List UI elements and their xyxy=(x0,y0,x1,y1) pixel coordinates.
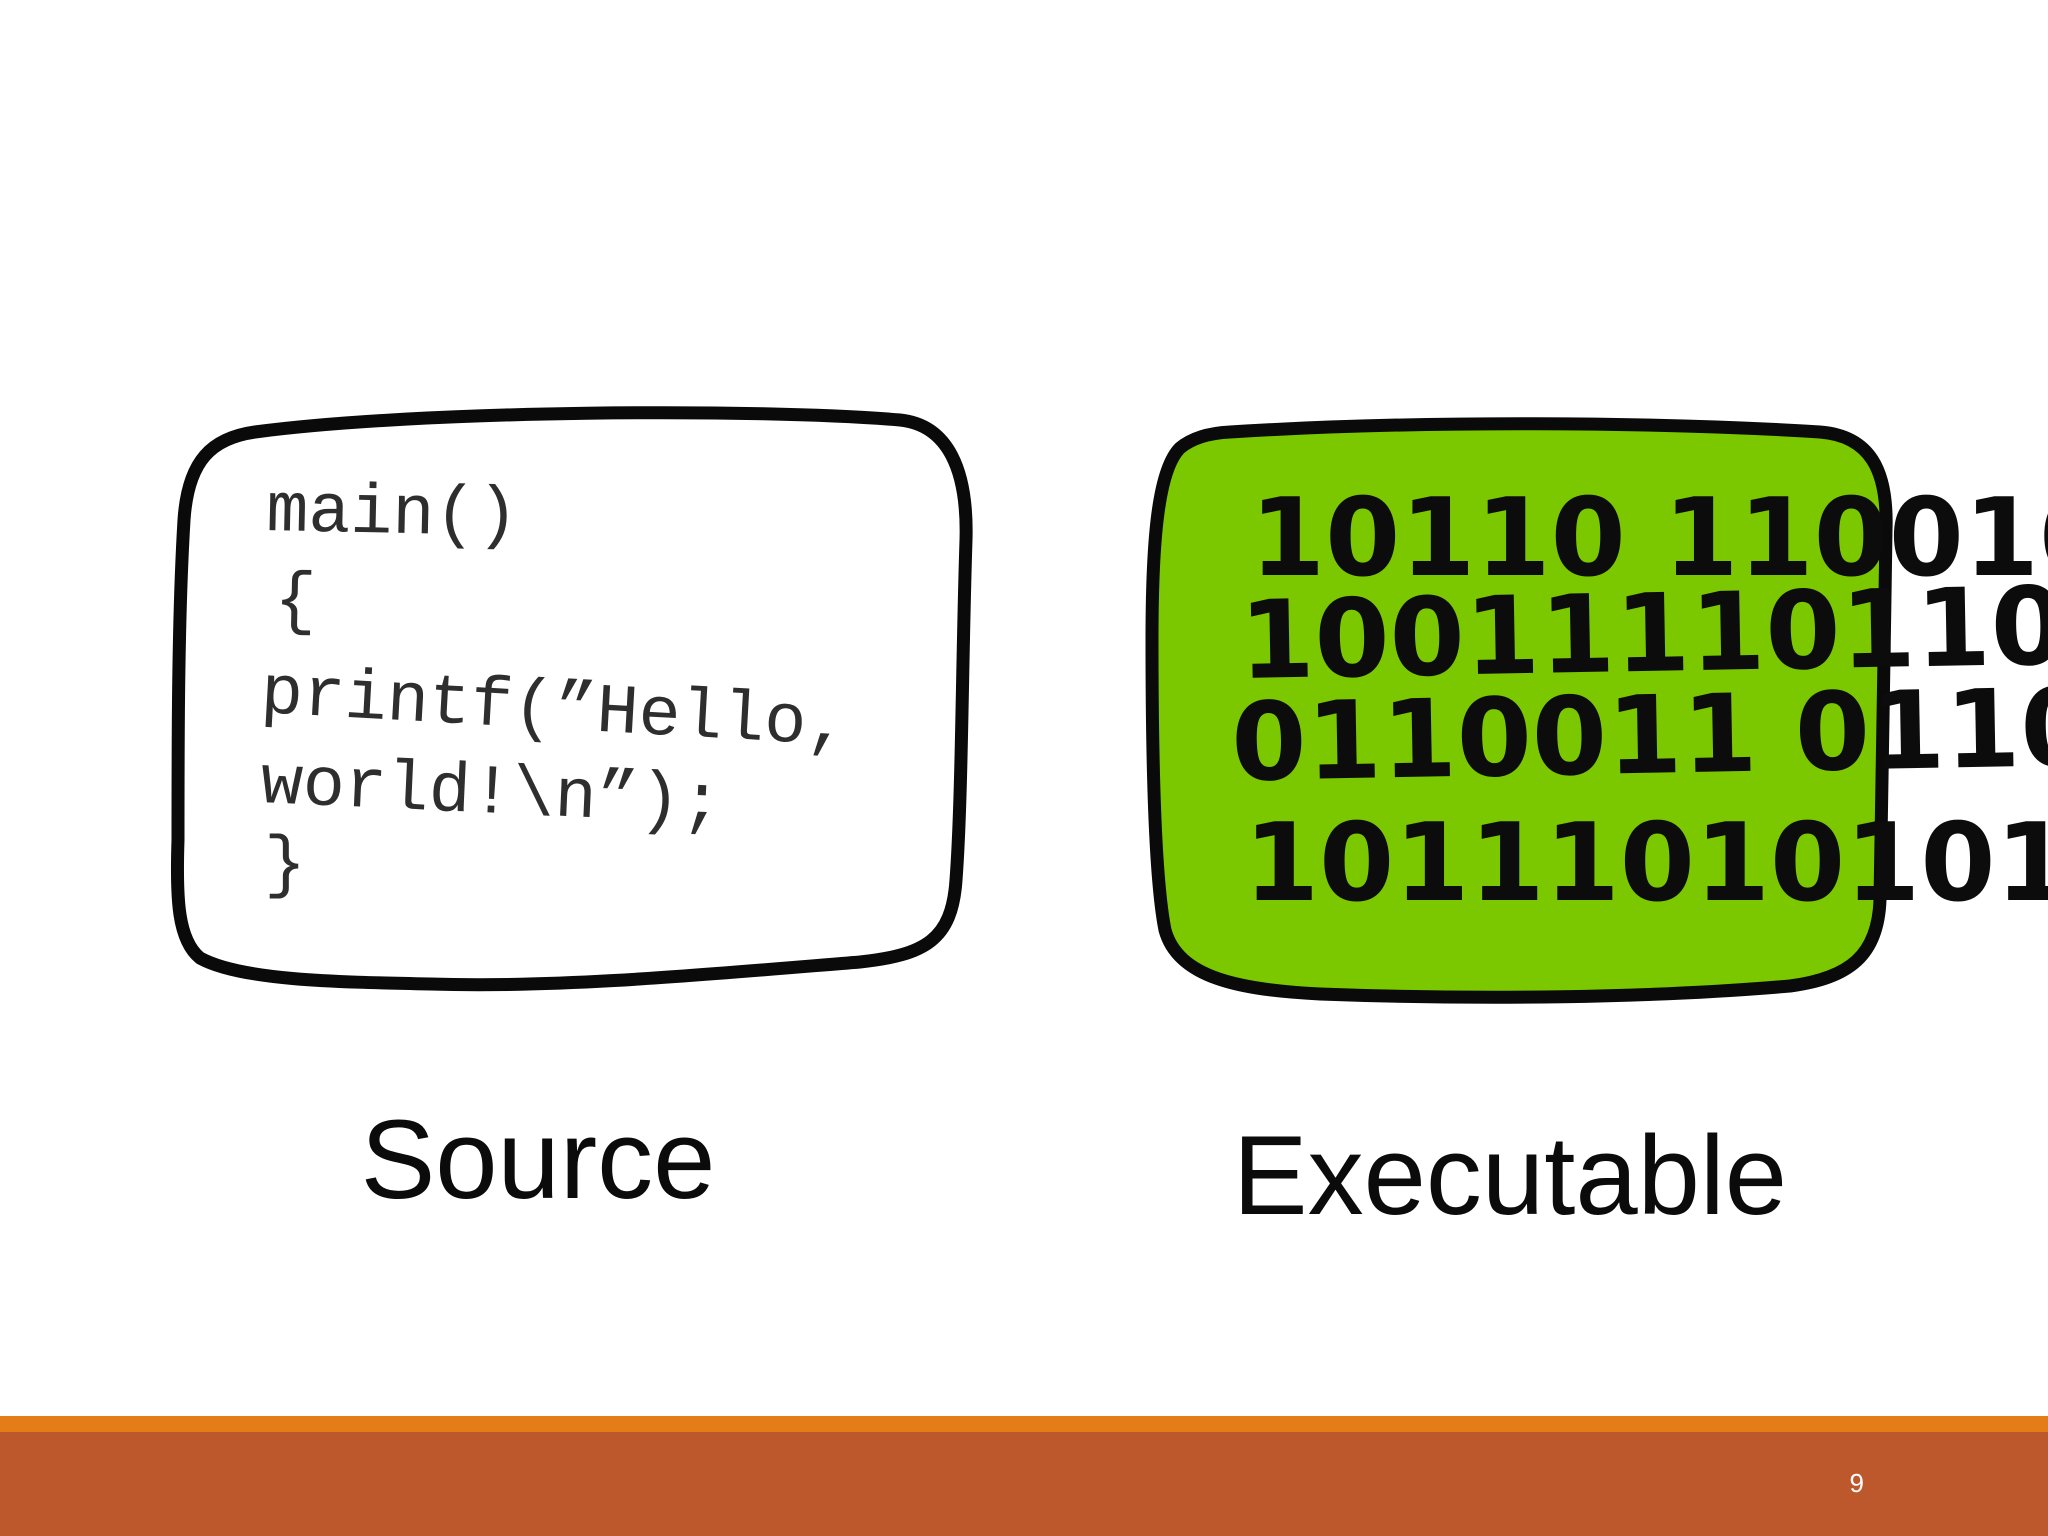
page-number: 9 xyxy=(1849,1468,1864,1498)
executable-box xyxy=(1145,417,1893,1004)
source-box xyxy=(170,406,973,992)
source-caption: Source xyxy=(361,1097,716,1222)
executable-panel: 10110 1100100 100111101101 1 0110011 011… xyxy=(1145,417,2048,1004)
executable-caption: Executable xyxy=(1233,1113,1787,1238)
binary-row-3: 0110011 01101 xyxy=(1230,665,2048,806)
code-line-2: { xyxy=(274,563,318,643)
binary-row-4: 101110101011 xyxy=(1244,801,2048,926)
binary-row-2: 100111101101 1 xyxy=(1238,561,2048,704)
binary-row-1: 10110 1100100 xyxy=(1250,476,2048,601)
source-panel: main() { printf(”Hello, world!\n”); } xyxy=(170,406,973,992)
footer-band: 9 xyxy=(0,1416,2048,1536)
code-line-1: main() xyxy=(266,473,520,557)
code-line-5: } xyxy=(264,827,306,906)
footer-stripe xyxy=(0,1416,2048,1432)
